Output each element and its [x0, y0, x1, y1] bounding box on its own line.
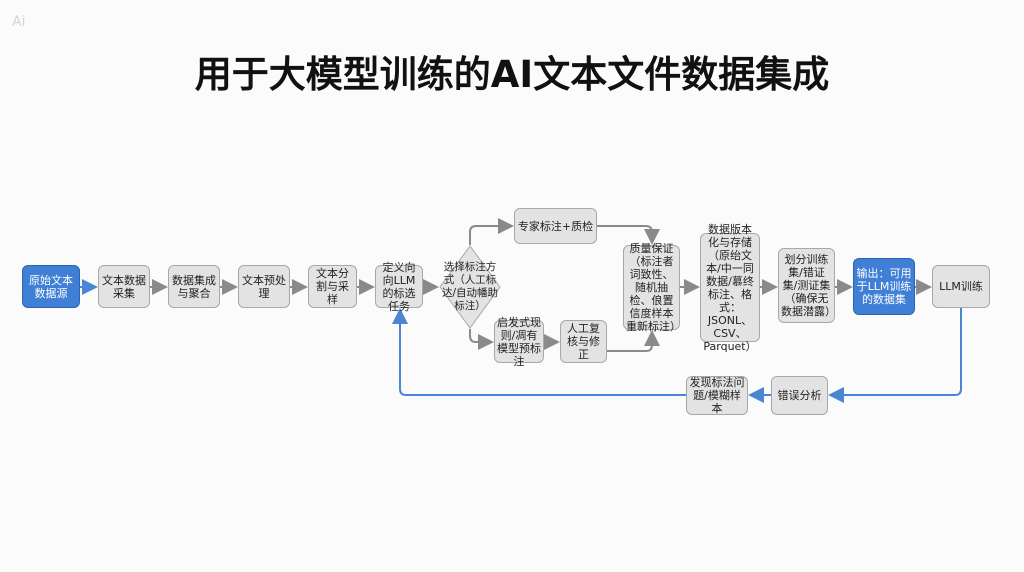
feedback-arrow	[392, 308, 686, 396]
node-qa: 质量保证（标注者词致性、随机抽检、俍置信度样本重新标注）	[623, 242, 681, 333]
node-issues: 发现标法问题/模糊样本	[686, 376, 748, 415]
node-define: 定义向向LLM的标选任务	[375, 261, 423, 313]
node-choose: 选择标注方式（人工标达/自动幡助标注）	[441, 261, 499, 312]
node-heuristic: 启发式现则/凋有模型预标注	[494, 316, 544, 368]
feedback-arrow	[828, 308, 962, 403]
arrow	[469, 329, 494, 350]
node-split: 文本分割与采样	[308, 265, 357, 308]
watermark: Ai	[12, 14, 26, 30]
node-expert: 专家标注+质检	[514, 208, 597, 244]
page-title: 用于大模型训练的AI文本文件数据集成	[194, 53, 830, 96]
node-output: 输出：可用于LLM训练的数据集	[853, 258, 915, 315]
node-preprocess: 文本预处理	[238, 265, 290, 308]
node-version: 数据版本化与存储（原绐文本/中一同数据/慕终标注、格式：JSONL、CSV、Pa…	[700, 223, 760, 353]
node-integrate: 数据集成与聚合	[168, 265, 220, 308]
node-collect: 文本数据采集	[98, 265, 150, 308]
node-source: 原始文本数据源	[22, 265, 80, 308]
node-error: 错误分析	[771, 376, 828, 415]
decision-diamond	[439, 245, 501, 329]
node-train: LLM训练	[932, 265, 990, 308]
node-partition: 划分训练集/错证集/测证集（确保无数据潜露）	[778, 248, 836, 323]
arrow	[469, 218, 514, 245]
arrow	[597, 225, 660, 245]
node-review: 人工复核与修正	[560, 320, 607, 363]
arrow	[607, 330, 660, 352]
